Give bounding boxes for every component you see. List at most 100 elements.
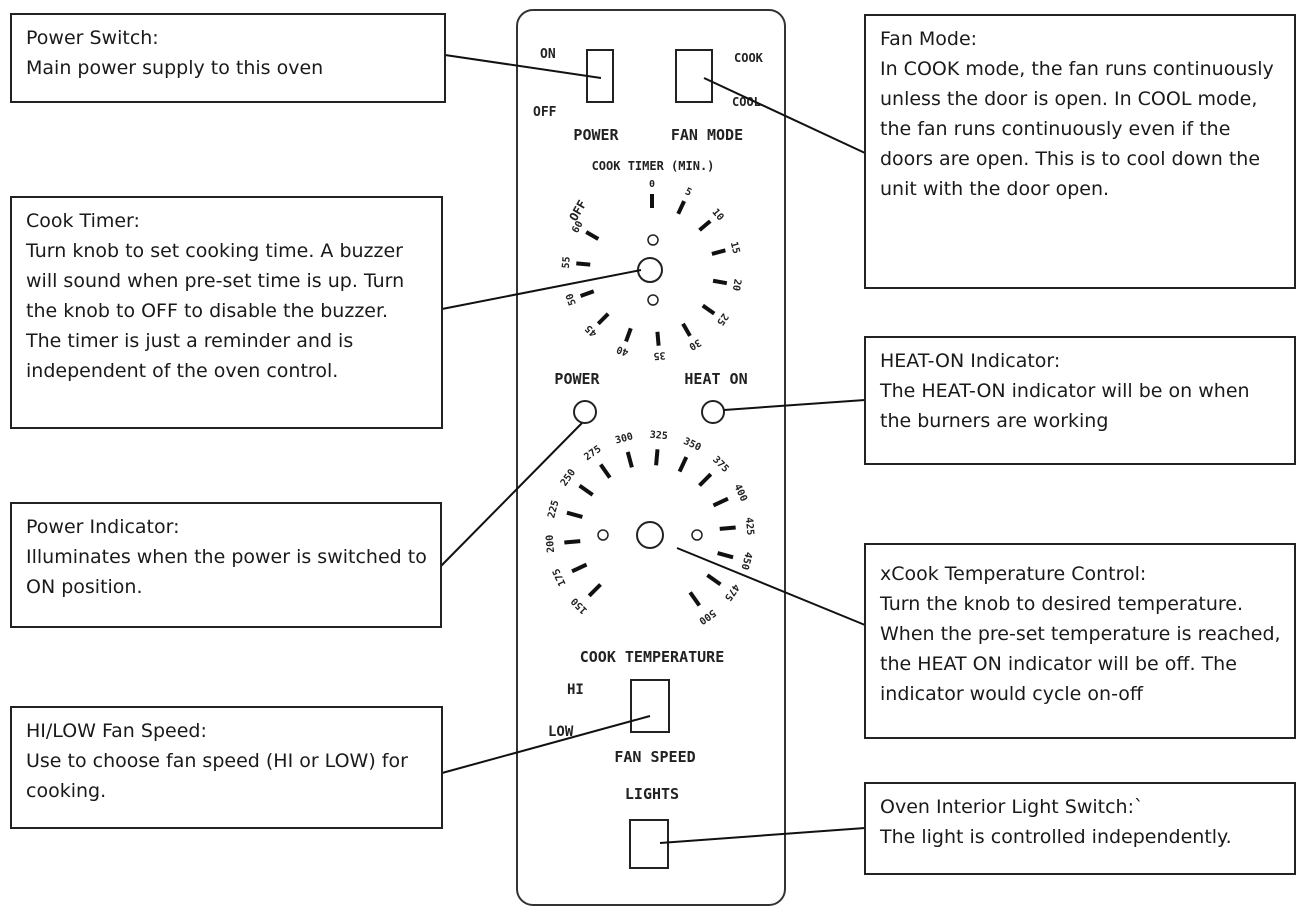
callout-title: HEAT-ON Indicator: [880, 350, 1061, 372]
cook-label: COOK [734, 51, 764, 65]
callout-title: xCook Temperature Control: [880, 563, 1147, 585]
temp-number: 200 [545, 534, 558, 553]
power-switch-label: POWER [573, 126, 619, 144]
callout-description: The light is controlled independently. [880, 826, 1232, 848]
fan-mode-switch[interactable] [675, 49, 713, 103]
callout-title: Oven Interior Light Switch:` [880, 796, 1144, 818]
temp-pin-right [691, 529, 703, 541]
callout-description: Use to choose fan speed (HI or LOW) for … [26, 750, 408, 802]
low-label: LOW [548, 724, 574, 740]
temp-number: 450 [738, 551, 753, 571]
callout-description: In COOK mode, the fan runs continuously … [880, 58, 1274, 200]
callout-temperature-control: xCook Temperature Control: Turn the knob… [864, 543, 1296, 739]
callout-description: Illuminates when the power is switched t… [26, 546, 427, 598]
callout-fan-mode: Fan Mode: In COOK mode, the fan runs con… [864, 14, 1296, 289]
timer-number: 0 [649, 179, 655, 190]
callout-heat-on: HEAT-ON Indicator: The HEAT-ON indicator… [864, 336, 1296, 465]
temp-tick [677, 456, 689, 473]
timer-number: 55 [561, 256, 573, 269]
temp-tick [712, 496, 729, 508]
timer-tick [711, 248, 726, 256]
temp-tick [688, 591, 701, 607]
fan-speed-switch[interactable] [630, 679, 670, 733]
callout-power-indicator: Power Indicator: Illuminates when the po… [10, 502, 442, 628]
temp-number: 300 [614, 431, 634, 446]
callout-power-switch: Power Switch: Main power supply to this … [10, 13, 446, 103]
callout-title: HI/LOW Fan Speed: [26, 720, 207, 742]
timer-tick [712, 278, 728, 286]
timer-tick [676, 200, 686, 215]
leader-temperature [676, 547, 866, 626]
temp-tick [706, 573, 722, 586]
timer-tick [681, 322, 692, 337]
on-label: ON [540, 47, 556, 62]
timer-number: 50 [564, 292, 578, 307]
leader-light-switch [659, 827, 866, 844]
timer-tick [596, 312, 610, 326]
timer-tick [698, 219, 712, 232]
temp-tick [566, 510, 583, 519]
callout-cook-timer: Cook Timer: Turn knob to set cooking tim… [10, 196, 443, 429]
timer-tick [624, 327, 633, 343]
heat-on-indicator-light [701, 400, 725, 424]
temp-tick [599, 463, 612, 479]
leader-power-switch [444, 54, 602, 79]
temp-number: 225 [546, 499, 561, 519]
temp-tick [717, 551, 734, 560]
timer-pin-top [647, 234, 659, 246]
fan-mode-label: FAN MODE [671, 126, 743, 144]
timer-tick [701, 303, 716, 316]
timer-tick [579, 289, 595, 298]
off-label: OFF [533, 105, 557, 120]
timer-tick [655, 331, 661, 346]
callout-title: Cook Timer: [26, 210, 140, 232]
temp-tick [587, 583, 602, 598]
cook-timer-knob[interactable] [637, 257, 663, 283]
temp-tick [571, 562, 588, 574]
timer-number: 35 [653, 349, 666, 361]
callout-title: Fan Mode: [880, 28, 978, 50]
temp-tick [698, 472, 713, 487]
timer-number: 40 [615, 343, 630, 357]
leader-cook-timer [441, 269, 642, 310]
temp-tick [578, 484, 594, 497]
callout-description: The HEAT-ON indicator will be on when th… [880, 380, 1250, 432]
callout-description: Turn knob to set cooking time. A buzzer … [26, 240, 405, 382]
temp-tick [625, 451, 634, 468]
temp-pin-left [597, 529, 609, 541]
light-switch[interactable] [629, 819, 669, 869]
timer-pin-bottom [647, 294, 659, 306]
timer-tick [576, 261, 591, 267]
timer-number: 15 [728, 241, 742, 255]
timer-number: 30 [687, 336, 703, 352]
timer-tick [585, 230, 600, 241]
temp-tick [654, 449, 660, 466]
callout-description: Main power supply to this oven [26, 57, 324, 79]
temp-number: 325 [649, 430, 668, 443]
timer-number: 60 [570, 219, 586, 235]
cook-timer-label: COOK TIMER (MIN.) [592, 159, 715, 173]
temp-tick [564, 539, 581, 545]
power-indicator-light [573, 400, 597, 424]
cool-label: COOL [732, 95, 761, 109]
hi-label: HI [567, 682, 584, 698]
temp-tick [719, 525, 736, 531]
control-panel-outline [516, 9, 786, 906]
callout-title: Power Switch: [26, 27, 159, 49]
power-light-label: POWER [554, 370, 600, 388]
callout-description: Turn the knob to desired temperature. Wh… [880, 593, 1281, 705]
leader-heat-on [723, 399, 866, 411]
callout-title: Power Indicator: [26, 516, 180, 538]
cook-temperature-label: COOK TEMPERATURE [580, 648, 725, 666]
timer-number: 20 [730, 278, 743, 292]
callout-fan-speed: HI/LOW Fan Speed: Use to choose fan spee… [10, 706, 443, 829]
timer-number: 5 [683, 186, 693, 199]
cook-temperature-knob[interactable] [636, 521, 664, 549]
heat-on-label: HEAT ON [684, 370, 747, 388]
leader-power-indicator [440, 422, 583, 567]
lights-label: LIGHTS [625, 785, 679, 803]
leader-fan-speed [441, 715, 651, 774]
